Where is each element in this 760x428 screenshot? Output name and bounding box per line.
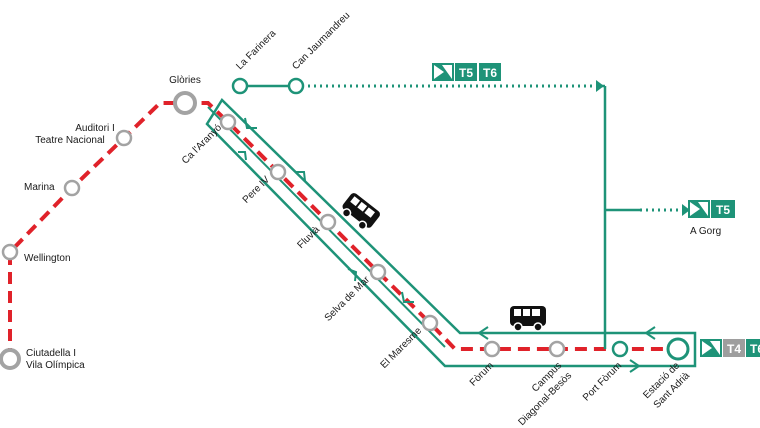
station-fluvia[interactable] [319, 213, 337, 231]
bus-icon [337, 190, 383, 235]
station-wellington[interactable] [1, 243, 19, 261]
arrow-icon [401, 291, 414, 303]
badge-t6: T6 [750, 342, 760, 356]
arrow-icon [295, 171, 306, 182]
station-ciutadella[interactable] [0, 348, 21, 370]
station-pere-iv[interactable] [269, 163, 287, 181]
arrow-icon [477, 326, 489, 340]
label-selva-de-mar: Selva de Mar [323, 274, 373, 324]
station-glories[interactable] [173, 91, 197, 115]
badge-group-top: T5 T6 [432, 63, 501, 81]
tram-route-loop [205, 98, 697, 368]
label-pere-iv: Pere IV [241, 174, 273, 206]
tram-logo-icon [688, 200, 710, 218]
label-el-maresme: El Maresme [379, 325, 425, 371]
station-can-jaumandreu[interactable] [287, 77, 305, 95]
label-marina: Marina [24, 182, 55, 193]
arrow-icon [629, 359, 641, 373]
label-glories: Glòries [169, 75, 201, 86]
label-wellington: Wellington [24, 253, 71, 264]
bus-icon [509, 305, 547, 332]
station-auditori[interactable] [115, 129, 133, 147]
label-auditori-1: Auditori I [75, 123, 114, 134]
arrow-icon [347, 268, 358, 282]
label-can-jaumandreu: Can Jaumandreu [290, 10, 352, 72]
arrow-icon [238, 151, 247, 161]
red-dashed-line [8, 101, 678, 360]
tram-logo-icon [700, 339, 722, 357]
direction-arrows [238, 117, 656, 373]
label-ciutadella-1: Ciutadella I [26, 348, 76, 359]
station-la-farinera[interactable] [231, 77, 249, 95]
station-el-maresme[interactable] [421, 314, 439, 332]
station-forum[interactable] [483, 340, 501, 358]
station-estacio-sant-adria[interactable] [666, 337, 690, 361]
badge-t5: T5 [716, 203, 730, 217]
station-ca-laranyo[interactable] [219, 113, 237, 131]
label-ca-laranyo: Ca l'Aranyó [180, 122, 224, 166]
station-selva-de-mar[interactable] [369, 263, 387, 281]
label-auditori-2: Teatre Nacional [35, 135, 104, 146]
station-campus[interactable] [548, 340, 566, 358]
label-ciutadella-2: Vila Olímpica [26, 360, 85, 371]
badge-t5: T5 [459, 66, 473, 80]
badge-group-bottom: T4 T6 [700, 339, 760, 357]
label-forum: Fòrum [468, 360, 496, 388]
badge-group-right: T5 [688, 200, 735, 218]
tram-logo-icon [432, 63, 454, 81]
station-marina[interactable] [63, 179, 81, 197]
label-a-gorg: A Gorg [690, 226, 721, 237]
label-la-farinera: La Farinera [234, 28, 278, 72]
arrow-icon [644, 326, 656, 340]
arrow-icon [244, 117, 257, 129]
station-port-forum[interactable] [611, 340, 629, 358]
stations [0, 77, 690, 370]
top-branch [240, 80, 690, 349]
badge-t4: T4 [727, 342, 741, 356]
badge-t6: T6 [483, 66, 497, 80]
